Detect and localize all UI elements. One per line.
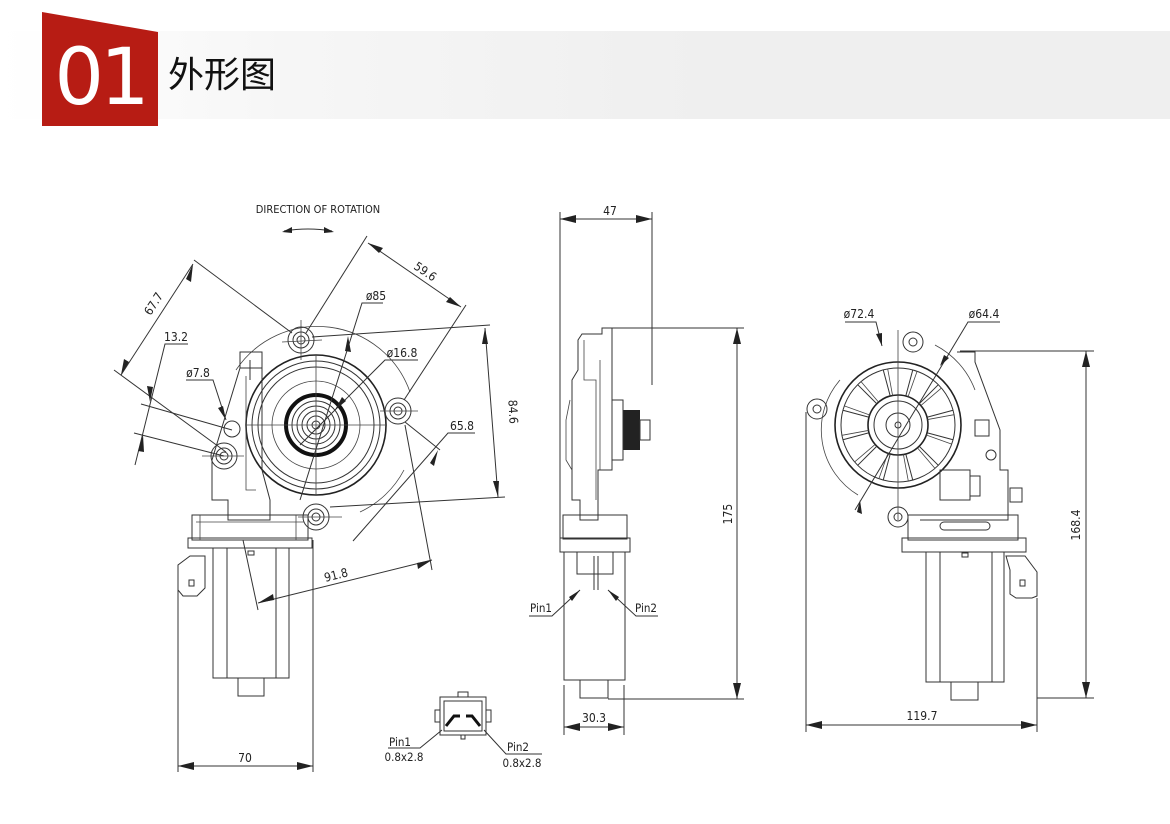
terminal-tab: [177, 555, 206, 597]
mounting-boss-bottom: [298, 503, 342, 531]
dimension-67-7: 67.7: [113, 259, 293, 453]
pin2-size: 0.8x2.8: [502, 756, 541, 770]
wheel-spoke: [842, 409, 870, 418]
wheel-spoke: [842, 432, 870, 441]
wheel-spoke: [905, 453, 914, 481]
wheel-spoke-edge: [887, 368, 893, 396]
dimension-65-8: 65.8: [352, 419, 475, 542]
svg-text:84.6: 84.6: [505, 399, 520, 424]
mounting-boss-left: [202, 420, 244, 470]
wheel-spoke-edge: [854, 444, 876, 463]
wheel-spoke: [857, 445, 878, 466]
svg-text:119.7: 119.7: [907, 709, 938, 723]
wheel-spoke: [926, 409, 954, 418]
section-header-banner: [0, 31, 1170, 119]
dimension-84-6: 84.6: [311, 324, 521, 508]
svg-text:ø7.8: ø7.8: [186, 366, 210, 380]
svg-text:168.4: 168.4: [1069, 509, 1083, 540]
svg-text:91.8: 91.8: [323, 565, 350, 584]
section-number: 01: [54, 33, 149, 123]
wheel-spoke: [857, 384, 878, 405]
dimension-dia-85: ø85: [299, 289, 386, 501]
svg-text:47: 47: [603, 204, 617, 218]
dimension-59-6: 59.6: [305, 235, 467, 401]
pin2-label: Pin2: [507, 740, 529, 754]
dimension-dia-7-8: ø7.8: [186, 366, 227, 421]
dimension-175: 175: [608, 327, 744, 700]
rotation-arrow-icon: [282, 227, 334, 233]
wheel-spoke: [905, 369, 914, 397]
svg-text:13.2: 13.2: [164, 330, 188, 344]
wheel-spoke-edge: [927, 414, 955, 420]
svg-text:ø85: ø85: [366, 289, 386, 303]
pin1-size: 0.8x2.8: [384, 750, 423, 764]
wheel-spoke-edge: [907, 371, 918, 397]
dimension-47: 47: [559, 204, 653, 540]
dimension-30-3: 30.3: [563, 685, 625, 735]
section-number-badge: [42, 12, 158, 126]
side-pin2-label: Pin2: [635, 601, 657, 615]
wheel-spoke-edge: [920, 387, 942, 406]
svg-text:67.7: 67.7: [141, 290, 166, 318]
svg-text:59.6: 59.6: [411, 259, 439, 284]
wheel-spoke-edge: [844, 405, 870, 416]
front-view: DIRECTION OF ROTATION: [113, 203, 521, 772]
gear-housing: [235, 326, 411, 513]
rear-view: ø72.4 ø64.4 168.4 119.7: [805, 307, 1094, 732]
wheel-spoke-edge: [926, 434, 952, 445]
section-title: 外形图: [168, 55, 277, 96]
rotation-direction-label: DIRECTION OF ROTATION: [256, 203, 380, 216]
wheel-spoke: [918, 384, 939, 405]
svg-text:30.3: 30.3: [582, 711, 606, 725]
wheel-spoke-edge: [860, 381, 879, 403]
side-view: Pin1 Pin2 47 175 30.3: [529, 204, 744, 735]
wheel-spoke: [918, 445, 939, 466]
dimension-70: 70: [177, 540, 314, 772]
svg-text:65.8: 65.8: [450, 419, 474, 433]
dimension-168-4: 168.4: [960, 350, 1094, 699]
dimension-119-7: 119.7: [805, 412, 1038, 732]
dimension-dia-72-4: ø72.4: [844, 307, 883, 347]
svg-text:ø64.4: ø64.4: [969, 307, 1000, 321]
wheel-spoke-edge: [917, 447, 936, 469]
wheel-spokes: [841, 368, 955, 482]
motor-can: [212, 547, 290, 697]
side-pin1-label: Pin1: [530, 601, 552, 615]
wheel-spoke-edge: [903, 454, 909, 482]
svg-text:ø16.8: ø16.8: [387, 346, 418, 360]
mounting-boss-right: [380, 397, 418, 425]
mounting-boss-top: [281, 320, 323, 360]
svg-text:70: 70: [238, 751, 252, 765]
wheel-spoke: [926, 432, 954, 441]
wheel-spoke: [882, 369, 891, 397]
dimension-13-2: 13.2: [133, 330, 233, 466]
dimension-91-8: 91.8: [242, 424, 433, 611]
wheel-spoke-edge: [841, 430, 869, 436]
dimension-dia-64-4: ø64.4: [854, 307, 1000, 514]
svg-text:175: 175: [721, 504, 735, 525]
dimension-dia-16-8: ø16.8: [299, 346, 418, 446]
connector-detail-view: Pin1 0.8x2.8 Pin2 0.8x2.8: [384, 691, 542, 770]
svg-text:ø72.4: ø72.4: [844, 307, 875, 321]
connector-housing: [211, 351, 271, 521]
pin1-label: Pin1: [389, 735, 411, 749]
wheel-spoke: [882, 453, 891, 481]
